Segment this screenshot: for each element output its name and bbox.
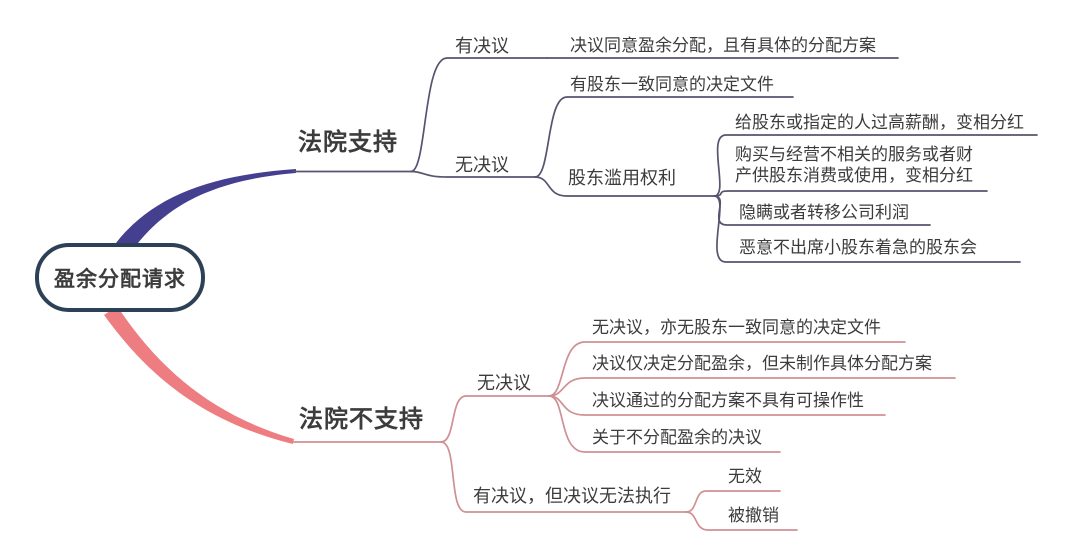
node-court-support[interactable]: 法院支持: [298, 129, 398, 156]
no-resolution-to-abuse: [534, 176, 715, 197]
node-no-distribute-resolution[interactable]: 关于不分配盈余的决议: [592, 428, 762, 447]
node-absent-meeting[interactable]: 恶意不出席小股东着急的股东会: [739, 238, 977, 257]
node-shareholder-abuse[interactable]: 股东滥用权利: [568, 168, 676, 188]
node-invalid[interactable]: 无效: [728, 467, 762, 486]
node-no-concrete-plan[interactable]: 决议仅决定分配盈余，但未制作具体分配方案: [592, 354, 932, 373]
oppose-to-unexecutable: [440, 441, 687, 513]
support-to-has-resolution: [410, 57, 548, 173]
noresb-to-no-distribute: [548, 395, 781, 453]
support-to-no-resolution: [410, 170, 536, 178]
node-revoked[interactable]: 被撤销: [728, 506, 779, 525]
node-no-resolution-top[interactable]: 无决议: [455, 155, 509, 175]
noresb-to-no-plan: [548, 377, 956, 397]
node-court-oppose[interactable]: 法院不支持: [299, 406, 424, 433]
unexecutable-to-invalid: [685, 490, 781, 513]
node-root[interactable]: 盈余分配请求: [35, 243, 205, 312]
abuse-to-high-salary: [713, 134, 1038, 197]
node-resolution-with-plan[interactable]: 决议同意盈余分配，且有具体的分配方案: [570, 36, 876, 55]
node-no-resolution-no-doc[interactable]: 无决议，亦无股东一致同意的决定文件: [592, 318, 881, 337]
node-high-salary[interactable]: 给股东或指定的人过高薪酬，变相分红: [735, 113, 1024, 132]
oppose-to-no-resolution: [440, 395, 550, 443]
no-resolution-to-unanimous-doc: [534, 96, 794, 178]
abuse-to-absent-meeting: [713, 195, 1021, 263]
node-plan-inoperable[interactable]: 决议通过的分配方案不具有可操作性: [592, 391, 864, 410]
node-hide-profit[interactable]: 隐瞒或者转移公司利润: [739, 203, 909, 222]
node-unanimous-doc[interactable]: 有股东一致同意的决定文件: [570, 75, 774, 94]
unexecutable-to-revoked: [685, 511, 798, 531]
node-has-resolution[interactable]: 有决议: [455, 36, 509, 56]
abuse-to-purchase: [713, 190, 988, 197]
node-purchase-disguised[interactable]: 购买与经营不相关的服务或者财产供股东消费或使用，变相分红: [735, 145, 973, 185]
node-resolution-unexecutable[interactable]: 有决议，但决议无法执行: [473, 486, 671, 506]
branch-oppose-curve: [104, 306, 294, 444]
noresb-to-no-doc: [548, 341, 906, 397]
node-no-resolution-bottom[interactable]: 无决议: [477, 373, 531, 393]
